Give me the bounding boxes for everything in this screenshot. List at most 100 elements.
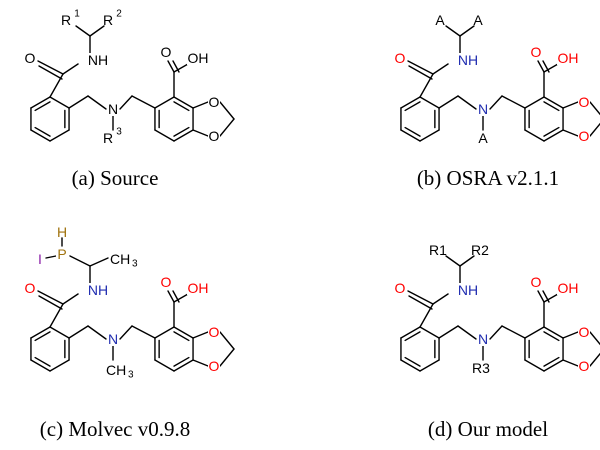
ring-bond [173, 129, 194, 142]
bond [459, 255, 475, 267]
bond [489, 95, 503, 110]
label-halo [578, 95, 590, 109]
bond [457, 325, 477, 340]
phosphorus-hydrogen: H [57, 224, 67, 240]
ring-bond [543, 129, 564, 142]
bond [49, 73, 64, 98]
r3-superscript: 3 [116, 127, 122, 138]
carbonyl-bond [537, 60, 545, 73]
bond [543, 293, 559, 303]
label-halo [160, 275, 172, 289]
label-halo [578, 325, 590, 339]
ring-bond [400, 359, 421, 372]
ring-bond [49, 129, 70, 142]
ring-double-bond [173, 126, 190, 137]
label-halo [557, 281, 579, 295]
carbonyl-oxygen: O [25, 280, 36, 296]
dioxole-oxygen-top: O [209, 324, 220, 340]
label-halo [208, 325, 220, 339]
caption-d: (d) Our model [428, 417, 548, 441]
bond [219, 331, 235, 350]
ring-bond [524, 96, 545, 109]
carbonyl-double-bond [38, 65, 63, 80]
bond [562, 331, 579, 339]
carbonyl-bond [37, 60, 64, 75]
ring-bond [154, 326, 175, 339]
label-halo [530, 45, 542, 59]
bond [49, 303, 64, 328]
bond [562, 129, 579, 137]
ring-bond [30, 129, 51, 142]
ring-double-bond [34, 126, 51, 137]
r1-label: A [435, 12, 445, 28]
ring-double-bond [404, 356, 421, 367]
carbonyl-bond [167, 60, 175, 73]
acid-carbonyl-oxygen: O [531, 44, 542, 60]
bond [589, 352, 600, 367]
ring-bond [419, 129, 440, 142]
bond [445, 255, 461, 267]
carbonyl-oxygen: O [25, 50, 36, 66]
ring-bond [49, 96, 70, 109]
label-halo [160, 45, 172, 59]
label-halo [578, 129, 590, 143]
label-halo [208, 129, 220, 143]
amide-nh: NH [88, 52, 108, 68]
label-halo [394, 51, 406, 65]
amide-nh: NH [88, 282, 108, 298]
r2-superscript: 2 [116, 9, 122, 20]
bond [173, 63, 189, 73]
acid-carbonyl-oxygen: O [531, 274, 542, 290]
ring-bond [154, 96, 175, 109]
label-halo [456, 53, 480, 67]
acid-hydroxyl: OH [558, 280, 579, 296]
dioxole-oxygen-top: O [579, 94, 590, 110]
bond [219, 118, 235, 137]
carbonyl-oxygen: O [395, 280, 406, 296]
carbonyl-bond [407, 60, 434, 75]
r1-label: R [61, 12, 71, 28]
bond [501, 95, 526, 109]
dioxole-oxygen-top: O [209, 94, 220, 110]
r1-label: R1 [429, 242, 447, 258]
bond [219, 101, 235, 120]
bond [68, 95, 89, 109]
carbonyl-bond [537, 290, 545, 303]
carbonyl-oxygen: O [395, 50, 406, 66]
ring-bond [30, 359, 51, 372]
ring-bond [154, 129, 175, 142]
bond [489, 325, 503, 340]
bond [459, 25, 475, 37]
label-halo [24, 281, 36, 295]
ring-double-bond [173, 101, 190, 112]
bond [68, 325, 89, 339]
label-halo [24, 51, 36, 65]
ring-bond [419, 96, 440, 109]
ring-bond [543, 359, 564, 372]
bond [62, 293, 79, 305]
dioxole-oxygen-bottom: O [209, 128, 220, 144]
methyl-top: CH [110, 251, 130, 267]
bond [119, 325, 133, 340]
r2-label: R [103, 12, 113, 28]
ring-bond [524, 326, 545, 339]
amide-nh: NH [458, 282, 478, 298]
carbonyl-double-bond [408, 65, 433, 80]
bond [192, 101, 209, 109]
bond [432, 293, 449, 305]
ring-bond [419, 359, 440, 372]
amine-nitrogen: N [108, 331, 118, 347]
bond [173, 293, 189, 303]
dioxole-oxygen-bottom: O [579, 358, 590, 374]
bond [438, 325, 459, 339]
bond [562, 359, 579, 367]
bond [131, 325, 156, 339]
bond [87, 95, 107, 110]
acid-carbonyl-oxygen: O [161, 274, 172, 290]
bond [89, 257, 109, 267]
bond [589, 331, 600, 346]
bond [87, 325, 107, 340]
ring-bond [49, 359, 70, 372]
ring-bond [419, 326, 440, 339]
